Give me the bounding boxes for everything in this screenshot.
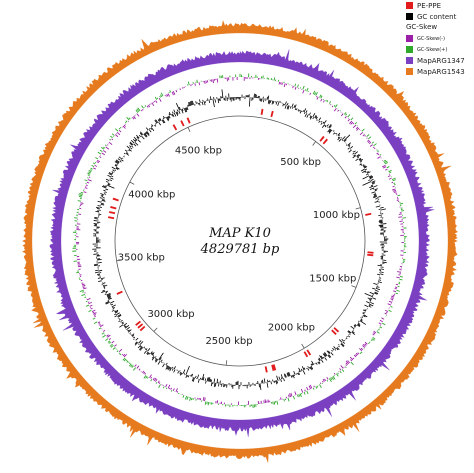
pe-ppe-marker bbox=[264, 366, 268, 373]
pe-ppe-marker bbox=[367, 253, 374, 257]
maparg1543-swatch bbox=[406, 68, 413, 75]
map-title: MAP K10 bbox=[208, 226, 271, 241]
tick-label: 4500 kbp bbox=[175, 146, 222, 157]
tick-label: 3500 kbp bbox=[118, 252, 165, 263]
legend-item-gc-skew-pos: GC-Skew(+) bbox=[406, 44, 474, 55]
pe-ppe-marker bbox=[112, 197, 119, 202]
pe-ppe-marker bbox=[107, 216, 115, 220]
pe-ppe-marker bbox=[303, 351, 309, 358]
pe-ppe-marker bbox=[172, 124, 178, 131]
legend-label: GC-Skew(+) bbox=[417, 46, 448, 53]
legend-label: MapARG1347 bbox=[417, 56, 465, 65]
tick-mark bbox=[153, 327, 158, 332]
pe-ppe-marker bbox=[331, 329, 337, 336]
pe-ppe-marker bbox=[322, 138, 328, 145]
maparg1347-swatch bbox=[406, 57, 413, 64]
tick-label: 2000 kbp bbox=[268, 322, 315, 333]
mapARG1347-ring bbox=[49, 49, 435, 438]
legend-item-gc-content: GC content bbox=[406, 11, 474, 22]
gc-skew-pos-swatch bbox=[406, 46, 413, 53]
pe-ppe-marker bbox=[135, 320, 141, 326]
mapARG1543-ring bbox=[22, 20, 458, 463]
tick-mark bbox=[301, 343, 305, 349]
pe-ppe-marker bbox=[365, 212, 372, 216]
pe-ppe-marker bbox=[271, 364, 275, 371]
map-length: 4829781 bp bbox=[200, 242, 280, 257]
pe-ppe-marker bbox=[110, 206, 117, 210]
legend-label: GC-Skew(-) bbox=[417, 35, 445, 42]
pe-ppe-marker bbox=[260, 108, 264, 115]
tick-mark bbox=[355, 207, 361, 210]
gc-content-swatch bbox=[406, 13, 413, 20]
tick-mark bbox=[116, 259, 122, 262]
pe-ppe-marker bbox=[319, 135, 325, 142]
pe-ppe-marker bbox=[137, 323, 144, 329]
tick-mark bbox=[312, 141, 317, 146]
tick-label: 4000 kbp bbox=[128, 189, 175, 200]
legend-item-maparg1347: MapARG1347 bbox=[406, 55, 474, 66]
gc-skew-ring bbox=[72, 73, 407, 409]
pe-ppe-marker bbox=[180, 120, 185, 127]
legend-label: PE-PPE bbox=[417, 1, 442, 10]
gc-skew-neg-swatch bbox=[406, 35, 413, 42]
legend-item-gc-skew-neg: GC-Skew(-) bbox=[406, 33, 474, 44]
pe-ppe-marker bbox=[367, 251, 374, 254]
pe-ppe-marker bbox=[139, 325, 146, 332]
legend-item-maparg1543: MapARG1543 bbox=[406, 66, 474, 77]
pe-ppe-marker bbox=[272, 364, 277, 371]
legend-heading-gc-skew: GC-Skew bbox=[406, 23, 438, 31]
pe-ppe-marker bbox=[270, 110, 274, 118]
tick-labels: 500 kbp 1000 kbp 1500 kbp 2000 kbp 2500 kbp 3… bbox=[116, 127, 361, 366]
pe-ppe-marker bbox=[306, 349, 312, 356]
legend: PE-PPE GC content GC-Skew GC-Skew(-) GC-… bbox=[406, 0, 474, 77]
legend-label: GC content bbox=[417, 12, 457, 21]
tick-label: 1500 kbp bbox=[309, 274, 356, 285]
pe-ppe-ring bbox=[107, 108, 374, 373]
pe-ppe-marker bbox=[116, 290, 123, 295]
tick-mark bbox=[351, 285, 357, 288]
legend-label: MapARG1543 bbox=[417, 67, 465, 76]
backbone-circle bbox=[114, 115, 366, 367]
pe-ppe-swatch bbox=[406, 2, 413, 9]
tick-label: 1000 kbp bbox=[313, 210, 360, 221]
tick-label: 3000 kbp bbox=[147, 309, 194, 320]
tick-mark bbox=[225, 360, 228, 366]
tick-label: 2500 kbp bbox=[205, 336, 252, 347]
tick-label: 500 kbp bbox=[280, 157, 321, 168]
tick-mark bbox=[187, 127, 191, 133]
gc-content-ring bbox=[92, 89, 389, 390]
pe-ppe-marker bbox=[108, 211, 116, 215]
pe-ppe-marker bbox=[186, 117, 191, 124]
legend-item-pe-ppe: PE-PPE bbox=[406, 0, 474, 11]
tick-mark bbox=[129, 181, 135, 185]
pe-ppe-marker bbox=[333, 327, 340, 333]
